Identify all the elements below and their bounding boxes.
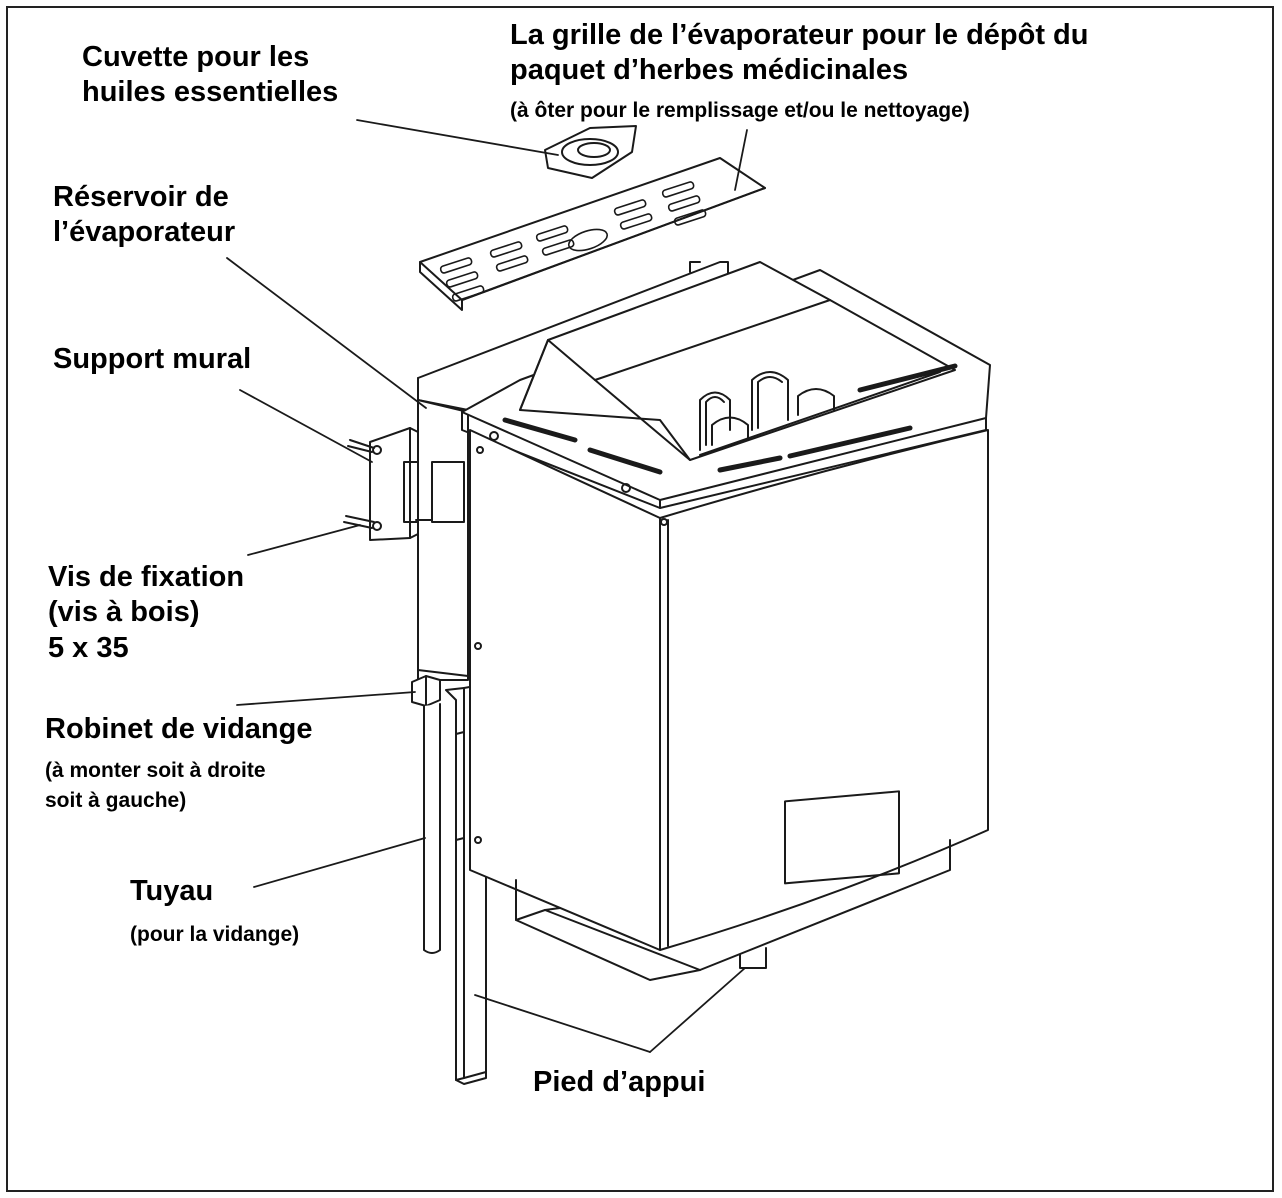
grille-label-line1: La grille de l’évaporateur pour le dépôt…: [510, 19, 1089, 51]
screws-label-line2: (vis à bois): [48, 596, 200, 629]
leader-foot-right: [649, 967, 746, 1053]
oil-cup-drawing: [544, 125, 637, 179]
grille-label: La grille de l’évaporateur pour le dépôt…: [510, 18, 1089, 89]
wall-bracket-drawing: [343, 427, 419, 541]
pipe-label: Tuyau: [130, 875, 214, 907]
side-box-drawing: [403, 399, 469, 681]
drain-valve-note-line1: (à monter soit à droite: [45, 759, 266, 782]
screws-label: Vis de fixation (vis à bois) 5 x 35: [48, 560, 244, 666]
grille-drawing: [419, 157, 766, 311]
leader-foot-left: [474, 994, 651, 1053]
leader-pipe: [253, 837, 426, 888]
leader-drain-valve: [236, 691, 416, 706]
diagram-frame: [6, 6, 1274, 1192]
drain-valve-drawing: [411, 675, 441, 954]
oil-cup-label-line2: huiles essentielles: [82, 76, 339, 109]
wall-support-label: Support mural: [53, 343, 252, 375]
grille-label-line2: paquet d’herbes médicinales: [510, 54, 909, 87]
drain-valve-note-line2: soit à gauche): [45, 789, 187, 813]
reservoir-label-line2: l’évaporateur: [53, 216, 236, 249]
screws-label-line1: Vis de fixation: [48, 561, 245, 593]
foot-label: Pied d’appui: [533, 1066, 706, 1098]
reservoir-label-line1: Réservoir de: [53, 181, 229, 213]
leader-wall-support: [239, 389, 373, 463]
leader-screws: [247, 524, 361, 556]
screws-label-line3: 5 x 35: [48, 631, 129, 664]
leader-grille: [734, 129, 748, 191]
reservoir-label: Réservoir de l’évaporateur: [53, 180, 235, 251]
grille-note: (à ôter pour le remplissage et/ou le net…: [510, 99, 970, 122]
drain-valve-label: Robinet de vidange: [45, 713, 313, 745]
oil-cup-label-line1: Cuvette pour les: [82, 41, 310, 73]
leader-reservoir: [226, 257, 427, 409]
oil-cup-label: Cuvette pour les huiles essentielles: [82, 40, 338, 111]
leader-oil-cup: [356, 119, 559, 156]
drain-valve-note: (à monter soit à droite soit à gauche): [45, 756, 266, 817]
pipe-note: (pour la vidange): [130, 923, 300, 946]
leader-lines: [226, 119, 748, 1053]
heater-body-drawing: [461, 261, 991, 981]
